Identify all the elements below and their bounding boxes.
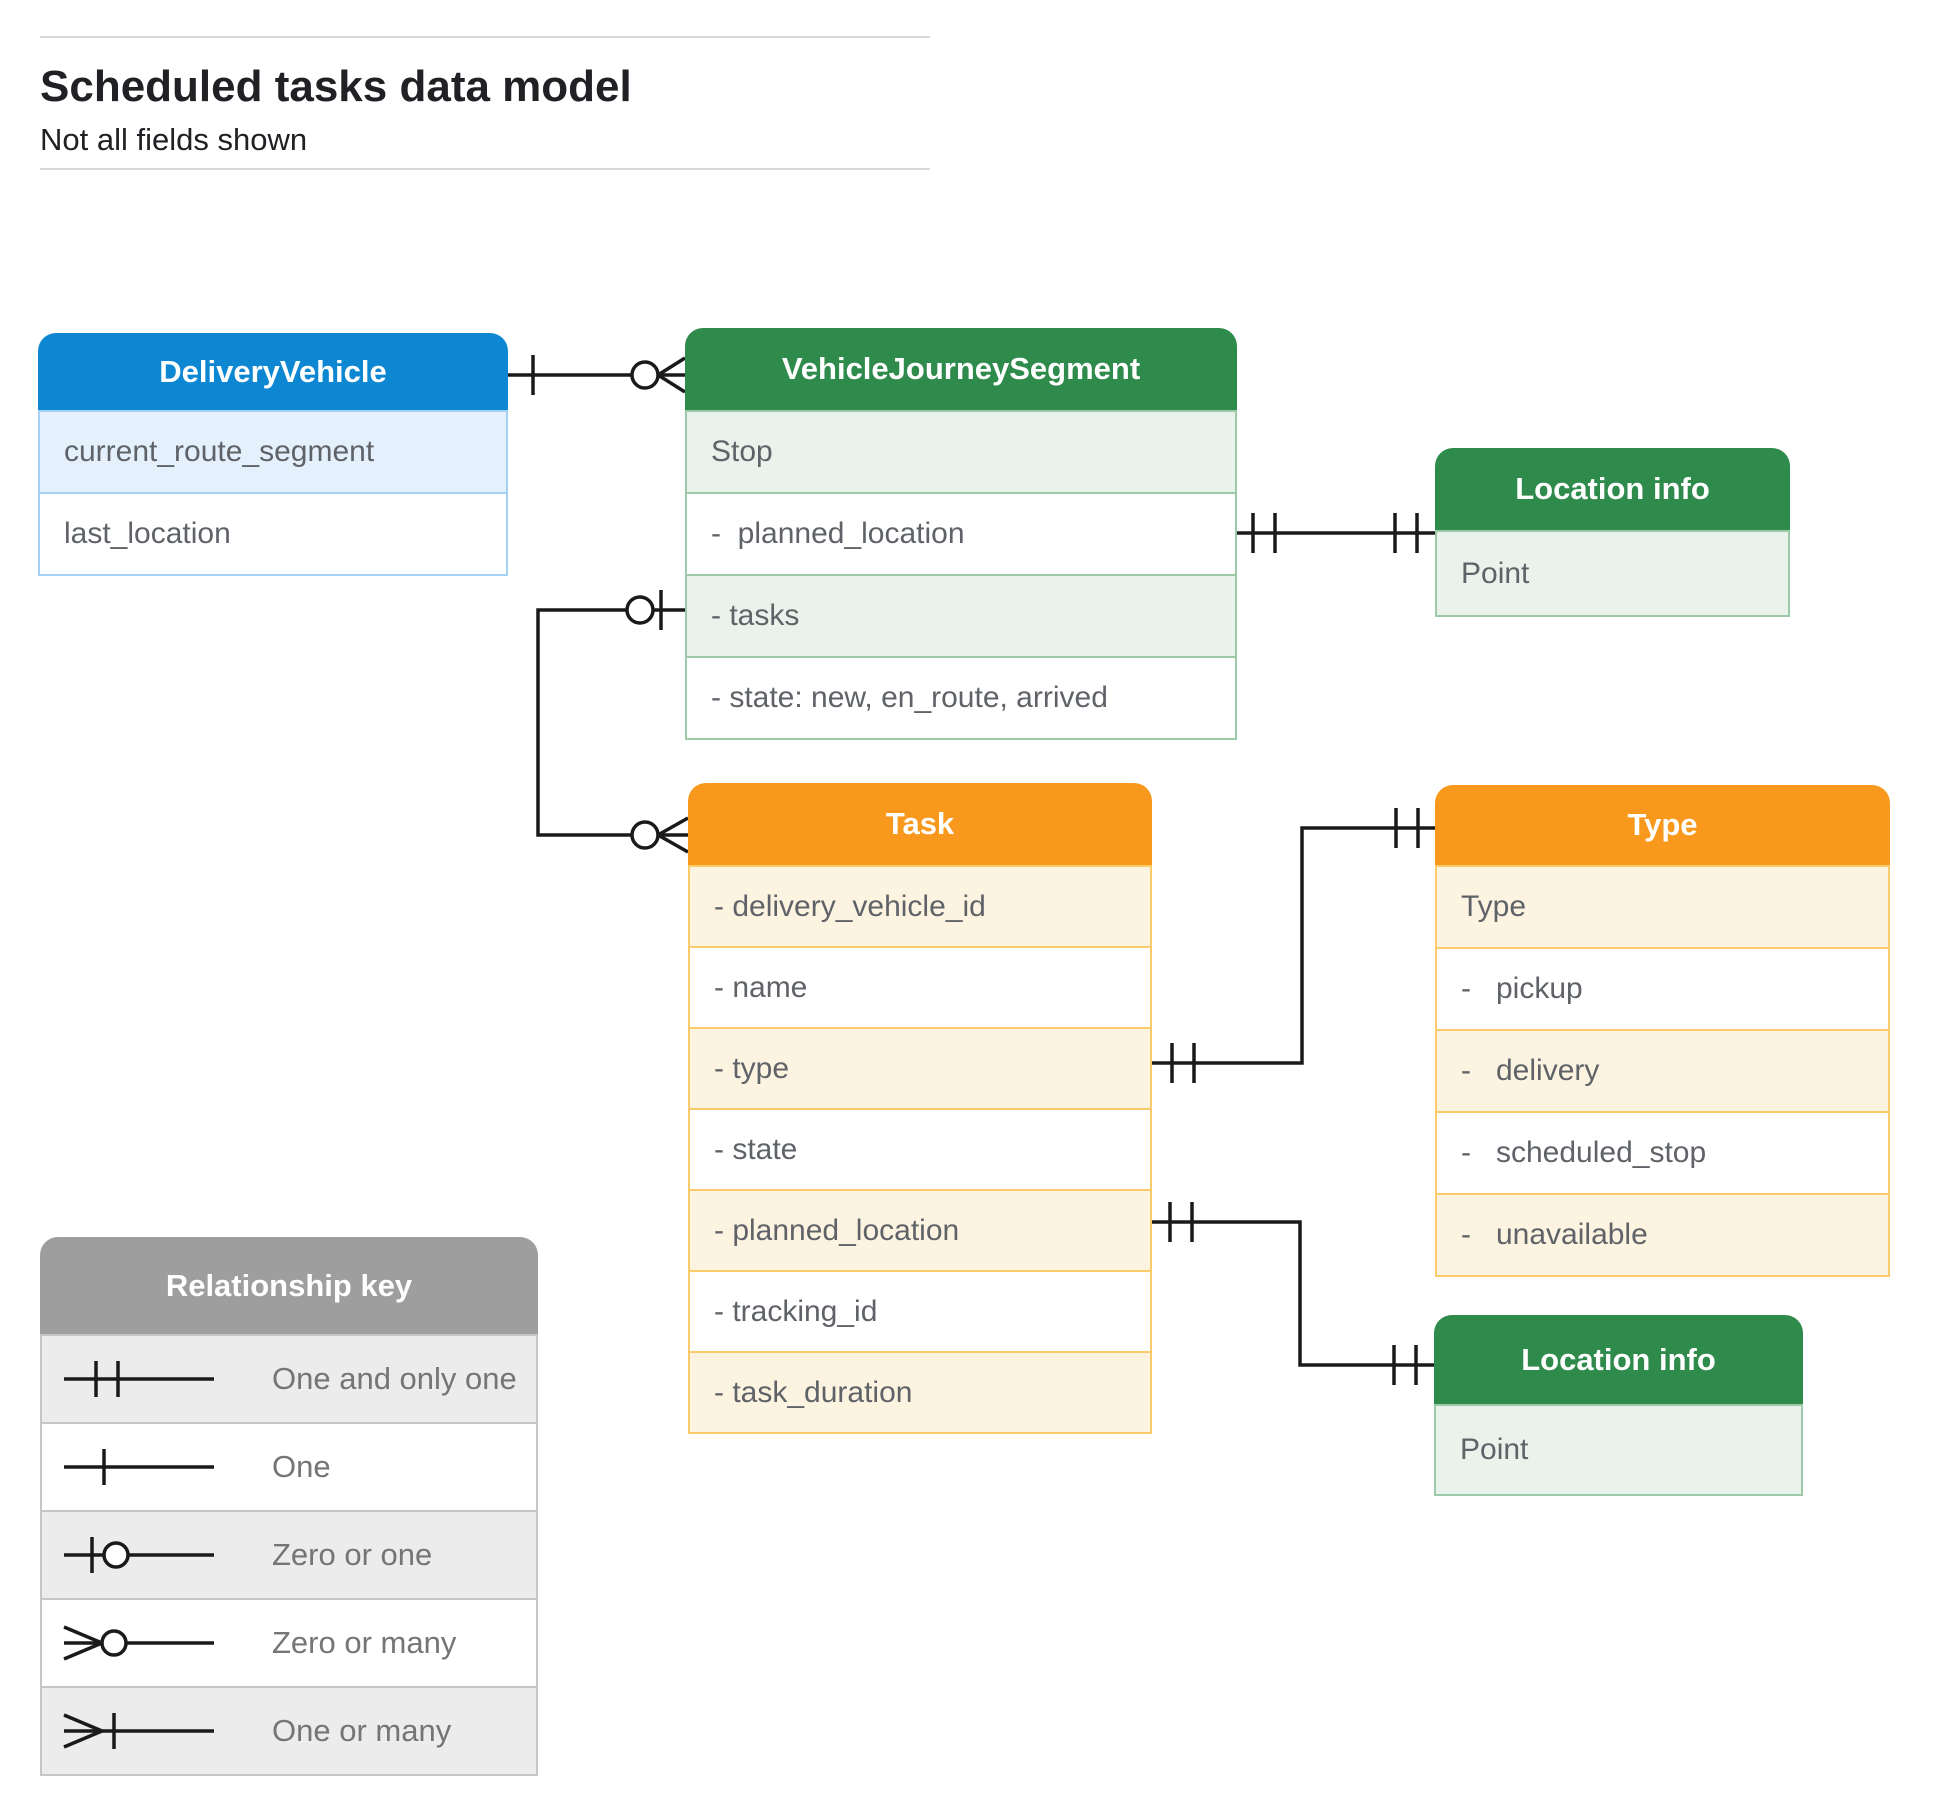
entity-title: Type — [1435, 785, 1890, 865]
page-subtitle: Not all fields shown — [40, 122, 308, 157]
field-row: Stop — [685, 410, 1237, 494]
field-row: - delivery — [1435, 1031, 1890, 1113]
one-and-only-one-symbol-icon — [64, 1361, 214, 1397]
legend-item-label: One — [272, 1449, 331, 1484]
entity-title: DeliveryVehicle — [38, 333, 508, 410]
field-row: - unavailable — [1435, 1195, 1890, 1277]
connector-tasks-to-task — [536, 590, 689, 854]
entity-location-info-bottom: Location info Point — [1434, 1315, 1803, 1496]
field-row: - scheduled_stop — [1435, 1113, 1890, 1195]
entity-title: VehicleJourneySegment — [685, 328, 1237, 410]
entity-title: Location info — [1434, 1315, 1803, 1404]
field-row: current_route_segment — [38, 410, 508, 494]
connector-plannedlocation-to-locationinfo-bottom — [1152, 1202, 1434, 1385]
field-row: - tasks — [685, 576, 1237, 658]
page-title: Scheduled tasks data model — [40, 62, 632, 111]
zero-or-many-symbol-icon — [63, 1625, 214, 1661]
legend-item-label: One and only one — [272, 1361, 517, 1396]
relationship-key-legend: Relationship key One and only one One Ze… — [40, 1237, 538, 1776]
field-row: Point — [1435, 530, 1790, 617]
field-row: Point — [1434, 1404, 1803, 1496]
field-row: - tracking_id — [688, 1272, 1152, 1353]
legend-item-label: Zero or one — [272, 1537, 433, 1572]
entity-vehicle-journey-segment: VehicleJourneySegment Stop - planned_loc… — [685, 328, 1237, 740]
legend-item: Zero or one — [40, 1512, 538, 1600]
connector-type-to-type-entity — [1152, 808, 1435, 1083]
connector-plannedlocation-to-locationinfo-top — [1237, 513, 1435, 553]
zero-or-one-symbol-icon — [64, 1537, 214, 1573]
field-row: - state: new, en_route, arrived — [685, 658, 1237, 740]
entity-delivery-vehicle: DeliveryVehicle current_route_segment la… — [38, 333, 508, 576]
one-symbol-icon — [64, 1449, 214, 1485]
bottom-divider — [40, 168, 930, 170]
entity-title: Location info — [1435, 448, 1790, 530]
field-row: - name — [688, 948, 1152, 1029]
field-row: last_location — [38, 494, 508, 576]
field-row: - planned_location — [688, 1191, 1152, 1272]
legend-item: One — [40, 1424, 538, 1512]
entity-task: Task - delivery_vehicle_id - name - type… — [688, 783, 1152, 1434]
field-row: - delivery_vehicle_id — [688, 865, 1152, 948]
entity-location-info-top: Location info Point — [1435, 448, 1790, 617]
legend-item-label: Zero or many — [272, 1625, 457, 1660]
field-row: - task_duration — [688, 1353, 1152, 1434]
field-row: - pickup — [1435, 949, 1890, 1031]
top-divider — [40, 36, 930, 38]
field-row: Type — [1435, 865, 1890, 949]
connector-deliveryvehicle-to-vehiclejourneysegment — [508, 355, 686, 395]
field-row: - type — [688, 1029, 1152, 1110]
legend-title: Relationship key — [40, 1237, 538, 1334]
entity-type: Type Type - pickup - delivery - schedule… — [1435, 785, 1890, 1277]
legend-item-label: One or many — [272, 1713, 452, 1748]
legend-item: One and only one — [40, 1334, 538, 1424]
field-row: - planned_location — [685, 494, 1237, 576]
legend-item: One or many — [40, 1688, 538, 1776]
legend-item: Zero or many — [40, 1600, 538, 1688]
one-or-many-symbol-icon — [63, 1713, 214, 1749]
entity-title: Task — [688, 783, 1152, 865]
field-row: - state — [688, 1110, 1152, 1191]
